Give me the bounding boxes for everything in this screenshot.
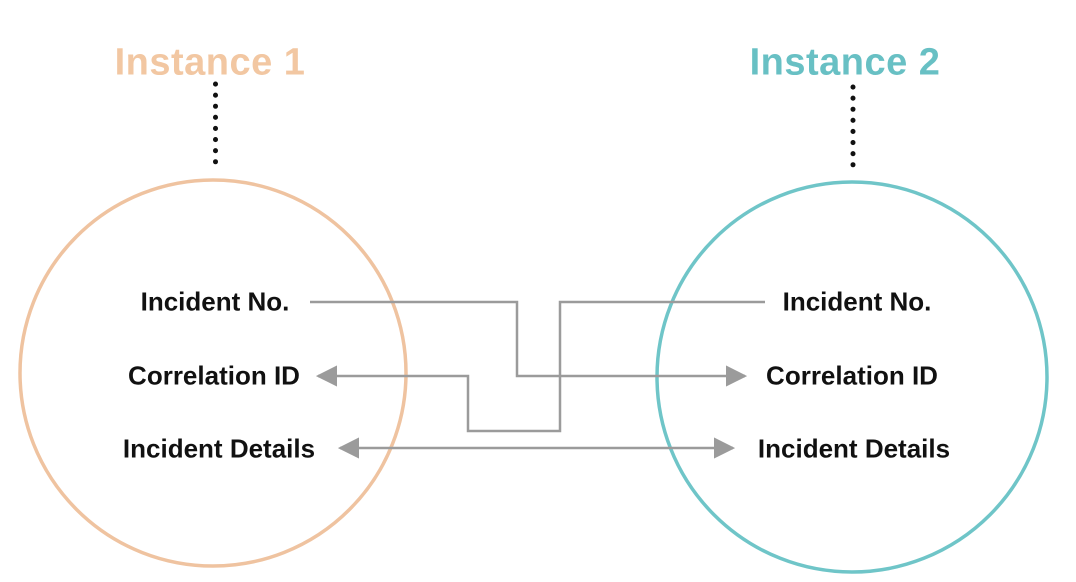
instance-2-field-incident-no: Incident No. <box>782 286 932 317</box>
connector-incidentno1-to-correlationid2 <box>310 300 748 387</box>
instance-1-field-incident-details: Incident Details <box>122 433 316 464</box>
instance-1-field-incident-no: Incident No. <box>140 286 290 317</box>
instance-1-field-correlation-id: Correlation ID <box>128 360 300 391</box>
instance-2-title: Instance 2 <box>749 41 941 84</box>
instance-2-field-incident-details: Incident Details <box>757 433 951 464</box>
instance-1-title: Instance 1 <box>114 41 306 84</box>
connector-incidentno2-to-correlationid1 <box>315 300 765 433</box>
instance-2-field-correlation-id: Correlation ID <box>766 360 938 391</box>
instance-1-circle <box>18 178 408 568</box>
